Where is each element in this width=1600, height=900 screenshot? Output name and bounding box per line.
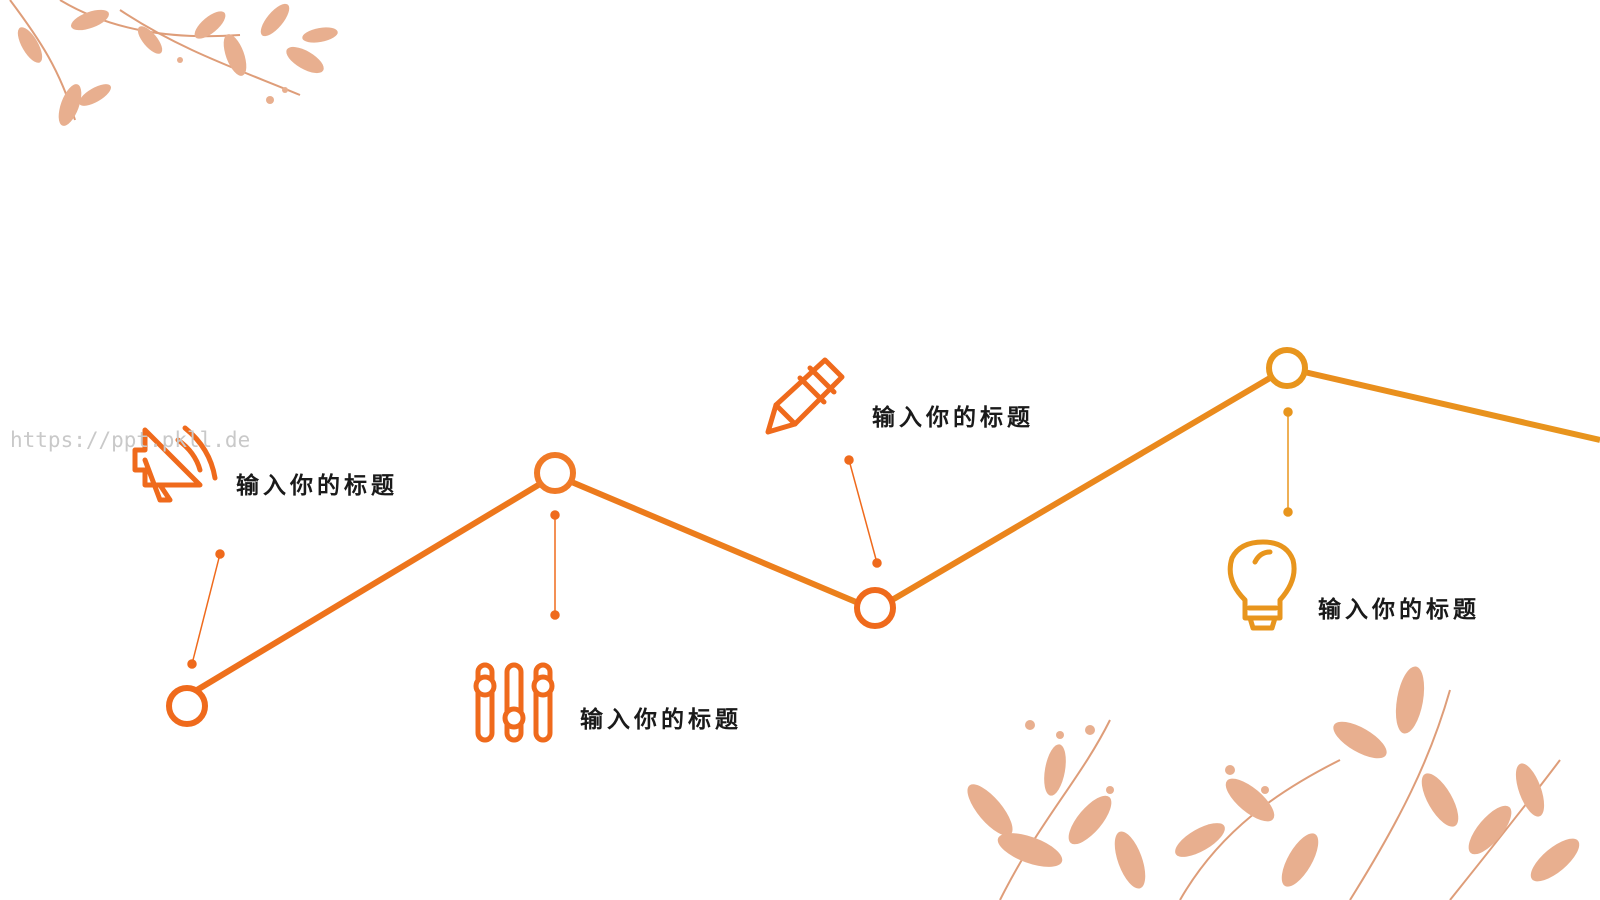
sliders-icon (473, 662, 555, 743)
leaf-decoration-bottom-right (967, 666, 1580, 900)
milestone-node-4 (1266, 347, 1308, 389)
milestone-node-1 (166, 685, 208, 727)
milestone-title-4: 输入你的标题 (1318, 597, 1480, 623)
milestone-title-2: 输入你的标题 (580, 707, 742, 733)
milestone-title-1: 输入你的标题 (236, 473, 398, 499)
watermark-text: https://ppt.pkll.de (10, 428, 251, 452)
milestone-node-2 (534, 452, 576, 494)
milestone-node-3 (854, 587, 896, 629)
connector-3 (844, 455, 882, 568)
connector-4 (1283, 407, 1293, 517)
milestone-title-3: 输入你的标题 (872, 405, 1034, 431)
leaf-decoration-top-left (9, 0, 338, 126)
connector-1 (187, 549, 225, 669)
pencil-icon (765, 357, 845, 435)
lightbulb-icon (1227, 539, 1297, 631)
connector-2 (550, 510, 560, 620)
speaker-icon (132, 425, 218, 503)
